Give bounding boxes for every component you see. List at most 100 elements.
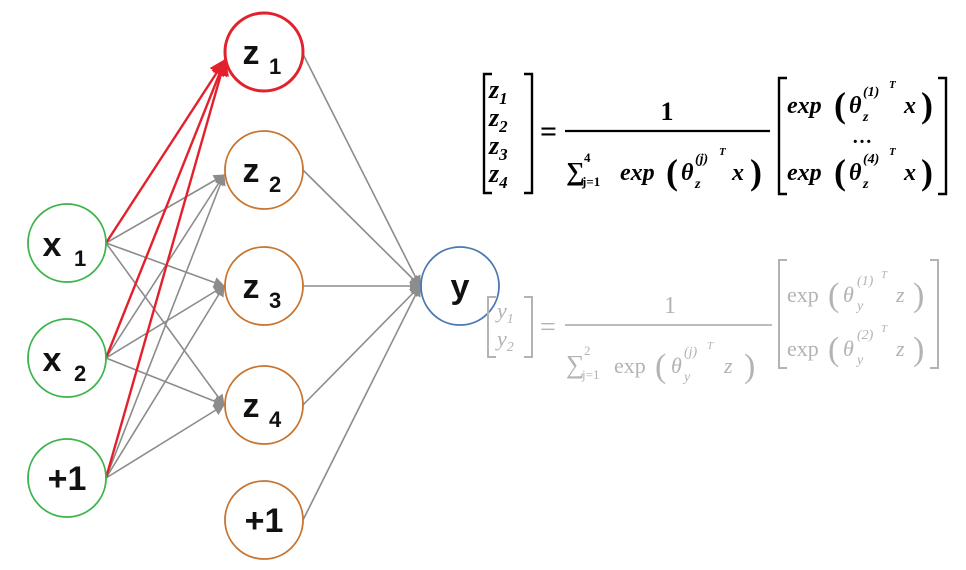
lhs-bracket-left	[482, 72, 492, 195]
svg-text:z: z	[243, 152, 260, 190]
svg-text:1: 1	[269, 54, 281, 79]
svg-text:z: z	[694, 177, 701, 192]
svg-text:1: 1	[74, 246, 86, 271]
svg-text:y: y	[855, 353, 864, 368]
svg-text:): )	[921, 85, 933, 125]
rhs-bracket-left	[777, 76, 787, 196]
edge-b1-z3	[105, 285, 225, 479]
svg-text:3: 3	[269, 288, 281, 313]
svg-text:θ: θ	[849, 93, 862, 119]
svg-text:exp: exp	[614, 353, 646, 378]
svg-text:z: z	[243, 387, 260, 425]
edge-x1-z4	[105, 242, 225, 406]
svg-text:(: (	[828, 331, 839, 368]
svg-text:(: (	[834, 85, 846, 125]
node-x1: x 1	[27, 203, 107, 283]
edge-x2-z1	[104, 58, 228, 359]
node-y: y	[420, 246, 500, 326]
svg-text:exp: exp	[620, 160, 655, 186]
rhs-bracket-left-y	[778, 259, 787, 369]
edge-x1-z1	[104, 58, 227, 244]
node-bias-input: +1	[27, 438, 107, 518]
svg-text:z1: z1	[488, 75, 508, 108]
svg-text:z: z	[895, 336, 905, 361]
edge-b1-z4	[105, 404, 225, 479]
svg-text:θ: θ	[681, 160, 694, 186]
svg-text:x: x	[903, 93, 916, 119]
svg-text:(: (	[834, 152, 846, 192]
svg-text:(j): (j)	[695, 152, 708, 167]
svg-text:T: T	[889, 79, 897, 91]
node-z4: z 4	[224, 365, 304, 445]
svg-text:4: 4	[269, 407, 282, 432]
edge-b2-y	[302, 284, 421, 521]
svg-text:(1): (1)	[863, 85, 879, 100]
node-z2: z 2	[224, 130, 304, 210]
svg-text:z: z	[243, 268, 260, 306]
svg-text:…: …	[852, 126, 872, 148]
lhs-bracket-left-y	[487, 296, 496, 358]
svg-text:y2: y2	[495, 326, 514, 355]
svg-text:2: 2	[584, 343, 591, 358]
svg-text:): )	[921, 152, 933, 192]
svg-text:θ: θ	[843, 336, 854, 361]
svg-text:(1): (1)	[857, 274, 874, 289]
svg-text:exp: exp	[787, 282, 819, 307]
svg-text:z2: z2	[488, 103, 508, 136]
edge-z2-y	[302, 169, 421, 287]
svg-text:z: z	[862, 177, 869, 192]
edge-z1-y	[302, 53, 421, 288]
svg-text:j=1: j=1	[581, 367, 599, 382]
edge-z4-y	[302, 285, 421, 406]
svg-text:(j): (j)	[684, 345, 698, 360]
hidden-layer: z 1 z 2 z 3 z 4 +1	[223, 11, 305, 560]
svg-text:z: z	[895, 282, 905, 307]
lhs-bracket-right-y	[524, 296, 533, 358]
svg-text:y: y	[855, 299, 864, 314]
svg-text:(: (	[655, 348, 666, 385]
svg-text:T: T	[707, 340, 714, 352]
svg-text:=: =	[540, 312, 556, 343]
node-bias-hidden: +1	[224, 480, 304, 560]
svg-text:T: T	[881, 269, 888, 281]
svg-text:exp: exp	[787, 160, 822, 186]
edges-highlight-z1	[104, 58, 229, 479]
input-layer: x 1 x 2 +1	[27, 203, 107, 518]
svg-text:z: z	[862, 110, 869, 125]
svg-text:exp: exp	[787, 93, 822, 119]
rhs-bracket-right-y	[930, 259, 939, 369]
edges-input-hidden	[105, 173, 226, 479]
svg-text:): )	[750, 152, 762, 192]
node-z3: z 3	[224, 246, 304, 326]
svg-text:y: y	[682, 370, 691, 385]
svg-text:∑: ∑	[566, 157, 585, 186]
svg-text:+1: +1	[48, 460, 87, 498]
svg-text:j=1: j=1	[581, 174, 600, 189]
svg-text:θ: θ	[671, 353, 682, 378]
edge-x2-z3	[105, 285, 225, 359]
svg-text:exp: exp	[787, 336, 819, 361]
svg-text:z: z	[723, 353, 733, 378]
equation-z: z1 z2 z3 z4 = 1 ∑ 4 j=1 exp ( θ z (j) T …	[482, 72, 948, 196]
svg-text:=: =	[540, 115, 557, 148]
edge-b1-z1	[104, 58, 229, 479]
node-z1: z 1	[223, 11, 305, 93]
svg-text:T: T	[719, 146, 727, 158]
svg-text:∑: ∑	[566, 350, 585, 379]
svg-text:z3: z3	[488, 131, 508, 164]
svg-text:z: z	[243, 34, 260, 72]
svg-text:2: 2	[269, 172, 281, 197]
lhs-bracket-right	[524, 72, 534, 195]
node-x2: x 2	[27, 318, 107, 398]
svg-text:): )	[913, 277, 924, 314]
svg-text:): )	[913, 331, 924, 368]
svg-text:(2): (2)	[857, 328, 874, 343]
svg-text:z4: z4	[488, 159, 508, 192]
svg-text:1: 1	[664, 293, 676, 319]
equation-y: y1 y2 = 1 ∑ 2 j=1 exp ( θ y (j) T z ) ex…	[487, 259, 939, 385]
svg-text:4: 4	[584, 150, 591, 165]
svg-text:x: x	[903, 160, 916, 186]
svg-text:1: 1	[661, 97, 674, 126]
svg-text:): )	[744, 348, 755, 385]
